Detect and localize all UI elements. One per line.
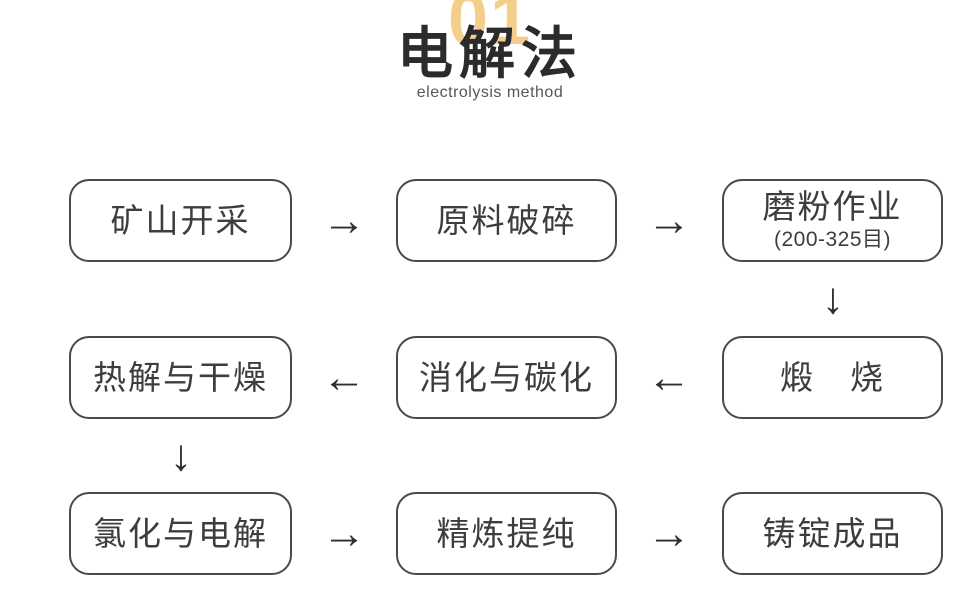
flow-box-label: 矿山开采 bbox=[110, 201, 251, 239]
arrow-left-icon: ← bbox=[322, 352, 366, 402]
flow-box-sublabel: (200-325目) bbox=[773, 228, 892, 252]
flow-box-label: 煅 烧 bbox=[780, 358, 885, 396]
flow-box-label: 消化与碳化 bbox=[419, 358, 594, 396]
arrow-right-icon: → bbox=[322, 195, 366, 245]
flow-box-chlorination-electrolysis: 氯化与电解 bbox=[69, 492, 292, 575]
flow-box-label: 原料破碎 bbox=[436, 201, 577, 239]
arrow-left-icon: ← bbox=[647, 352, 691, 402]
flow-box-label: 热解与干燥 bbox=[93, 358, 268, 396]
arrow-right-icon: → bbox=[322, 508, 366, 558]
flow-box-pyrolysis-drying: 热解与干燥 bbox=[69, 336, 292, 419]
flow-box-label: 磨粉作业 bbox=[762, 188, 903, 226]
arrow-right-icon: → bbox=[647, 508, 691, 558]
flow-box-ingot-finished-product: 铸锭成品 bbox=[722, 492, 943, 575]
flow-box-mining: 矿山开采 bbox=[69, 179, 292, 262]
page-subtitle: electrolysis method bbox=[416, 84, 564, 101]
flow-box-raw-material-crushing: 原料破碎 bbox=[396, 179, 617, 262]
arrow-right-icon: → bbox=[647, 195, 691, 245]
section-number: 01 bbox=[447, 0, 533, 60]
flow-box-digestion-carbonization: 消化与碳化 bbox=[396, 336, 617, 419]
flow-box-label: 精炼提纯 bbox=[436, 514, 577, 552]
flow-box-calcination: 煅 烧 bbox=[722, 336, 943, 419]
arrow-down-icon: ↓ bbox=[822, 274, 844, 323]
page-header: 01 电解法 electrolysis method bbox=[0, 0, 980, 120]
flow-box-label: 铸锭成品 bbox=[762, 514, 903, 552]
flow-box-milling-operation: 磨粉作业 (200-325目) bbox=[722, 179, 943, 262]
page-title: 电解法 bbox=[397, 22, 583, 85]
flow-box-refining-purification: 精炼提纯 bbox=[396, 492, 617, 575]
arrow-down-icon: ↓ bbox=[170, 430, 192, 480]
flow-box-label: 氯化与电解 bbox=[93, 514, 268, 552]
